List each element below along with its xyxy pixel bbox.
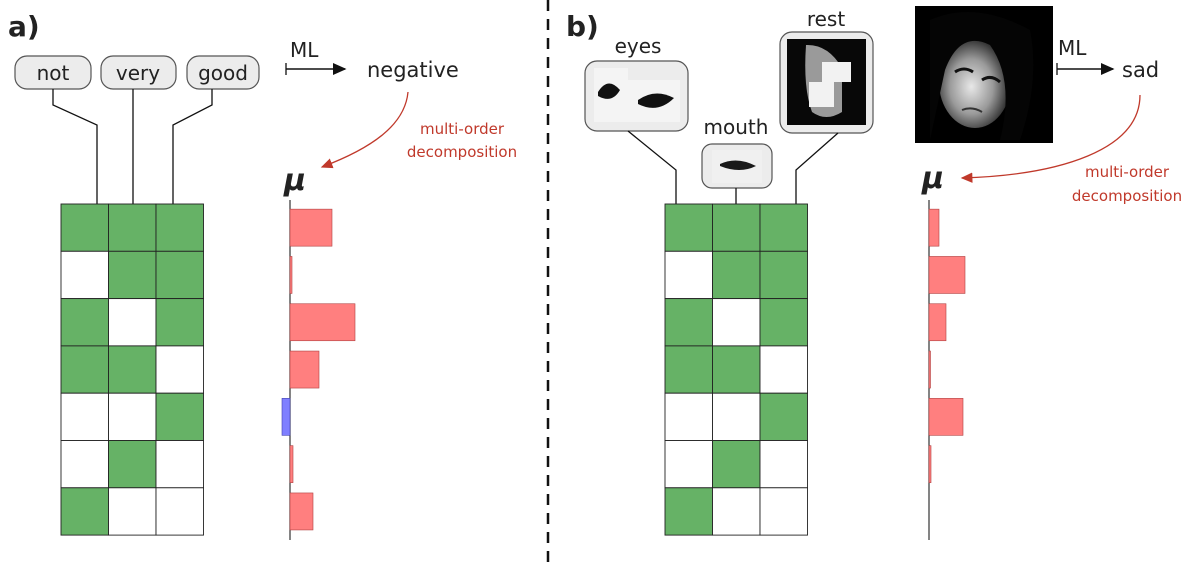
panel-b-mu-bar-3 xyxy=(928,350,931,389)
panel-a-cell-1-1 xyxy=(108,250,157,300)
token-not-label: not xyxy=(37,61,70,85)
panel-a-mu-bar-5 xyxy=(289,445,294,483)
panel-b-cell-2-1 xyxy=(712,298,761,347)
panel-b-ml-label: ML xyxy=(1058,36,1087,60)
panel-a-decomp-line2: decomposition xyxy=(407,143,517,161)
feature-eyes-label: eyes xyxy=(615,34,662,58)
panel-a-cell-5-2 xyxy=(155,440,204,489)
panel-b-cell-0-1 xyxy=(712,203,761,252)
panel-a-cell-1-2 xyxy=(155,250,204,300)
panel-a-mu-bar-2 xyxy=(289,303,356,342)
feature-rest-box xyxy=(779,31,874,134)
panel-a-cell-3-0 xyxy=(60,345,109,394)
panel-b-cell-4-2 xyxy=(759,392,808,441)
panel-a-matrix xyxy=(60,203,204,536)
panel-b-cell-1-1 xyxy=(712,250,761,300)
panel-a-mu-bar-0 xyxy=(289,208,333,247)
panel-b-cell-3-1 xyxy=(712,345,761,394)
mouth-image xyxy=(720,160,756,170)
panel-b-output: sad xyxy=(1122,58,1159,82)
feature-mouth-label: mouth xyxy=(704,115,769,139)
panel-b-cell-1-0 xyxy=(664,250,713,300)
panel-a-cell-6-1 xyxy=(108,487,157,536)
panel-b-matrix xyxy=(664,203,808,536)
panel-a-cell-2-2 xyxy=(155,298,204,347)
panel-a-mu-bar-1 xyxy=(289,256,293,294)
token-good-label: good xyxy=(198,61,248,85)
panel-a-mu-bars xyxy=(281,208,356,531)
eye-left-image xyxy=(598,83,620,99)
panel-b-connectors xyxy=(627,130,839,205)
panel-a-connectors xyxy=(52,89,213,205)
panel-a-cell-4-0 xyxy=(60,392,109,441)
token-very-label: very xyxy=(116,61,160,85)
token-not: not xyxy=(14,55,92,90)
panel-b-decomp-arrow xyxy=(960,94,1141,183)
token-good: good xyxy=(186,55,260,90)
panel-b-cell-6-2 xyxy=(759,487,808,536)
panel-a-cell-2-1 xyxy=(108,298,157,347)
panel-a-cell-5-0 xyxy=(60,440,109,489)
panel-b-cell-2-2 xyxy=(759,298,808,347)
panel-b-decomp-line1: multi-order xyxy=(1085,163,1170,181)
panel-a-cell-4-1 xyxy=(108,392,157,441)
panel-a-cell-0-0 xyxy=(60,203,109,252)
panel-b-cell-3-0 xyxy=(664,345,713,394)
eye-right-image xyxy=(638,93,674,108)
panel-a-label: a) xyxy=(8,10,40,43)
panel-a-mu-bar-6 xyxy=(289,492,314,531)
panel-b-decomp-line2: decomposition xyxy=(1072,187,1182,205)
panel-b-cell-6-0 xyxy=(664,487,713,536)
panel-b-mu-bar-5 xyxy=(928,445,932,483)
panel-b-mu-bar-2 xyxy=(928,303,947,342)
panel-a-cell-4-2 xyxy=(155,392,204,441)
panel-a-cell-0-1 xyxy=(108,203,157,252)
panel-a-cell-2-0 xyxy=(60,298,109,347)
panel-b-cell-5-2 xyxy=(759,440,808,489)
panel-a-output: negative xyxy=(367,58,459,82)
panel-a-decomp-line1: multi-order xyxy=(420,120,505,138)
panel-b-cell-2-0 xyxy=(664,298,713,347)
panel-b-mu: μ xyxy=(921,161,944,196)
panel-a-cell-1-0 xyxy=(60,250,109,300)
panel-a-cell-6-2 xyxy=(155,487,204,536)
panel-a-cell-5-1 xyxy=(108,440,157,489)
feature-mouth-box xyxy=(701,143,773,189)
panel-b-mu-bars xyxy=(928,208,966,483)
panel-a-decomp-arrow xyxy=(320,91,409,169)
panel-a-cell-0-2 xyxy=(155,203,204,252)
face-image xyxy=(915,6,1053,143)
panel-b-cell-0-0 xyxy=(664,203,713,252)
panel-b-cell-4-1 xyxy=(712,392,761,441)
feature-rest-label: rest xyxy=(807,7,846,31)
panel-a-cell-3-2 xyxy=(155,345,204,394)
panel-a-cell-3-1 xyxy=(108,345,157,394)
token-very: very xyxy=(100,55,177,90)
panel-b-mu-bar-1 xyxy=(928,256,966,294)
panel-b-mu-bar-0 xyxy=(928,208,940,247)
panel-a-cell-6-0 xyxy=(60,487,109,536)
panel-b-mu-bar-4 xyxy=(928,398,964,436)
panel-a-mu: μ xyxy=(283,163,306,198)
panel-b-cell-3-2 xyxy=(759,345,808,394)
panel-b-cell-0-2 xyxy=(759,203,808,252)
panel-b-cell-4-0 xyxy=(664,392,713,441)
panel-b-cell-6-1 xyxy=(712,487,761,536)
feature-eyes-box xyxy=(584,60,689,132)
panel-a-mu-bar-3 xyxy=(289,350,320,389)
panel-b-cell-5-0 xyxy=(664,440,713,489)
panel-b-cell-5-1 xyxy=(712,440,761,489)
panel-a-mu-bar-4 xyxy=(281,398,291,436)
panel-b-cell-1-2 xyxy=(759,250,808,300)
panel-a-ml-label: ML xyxy=(290,38,319,62)
panel-b-label: b) xyxy=(566,10,599,43)
